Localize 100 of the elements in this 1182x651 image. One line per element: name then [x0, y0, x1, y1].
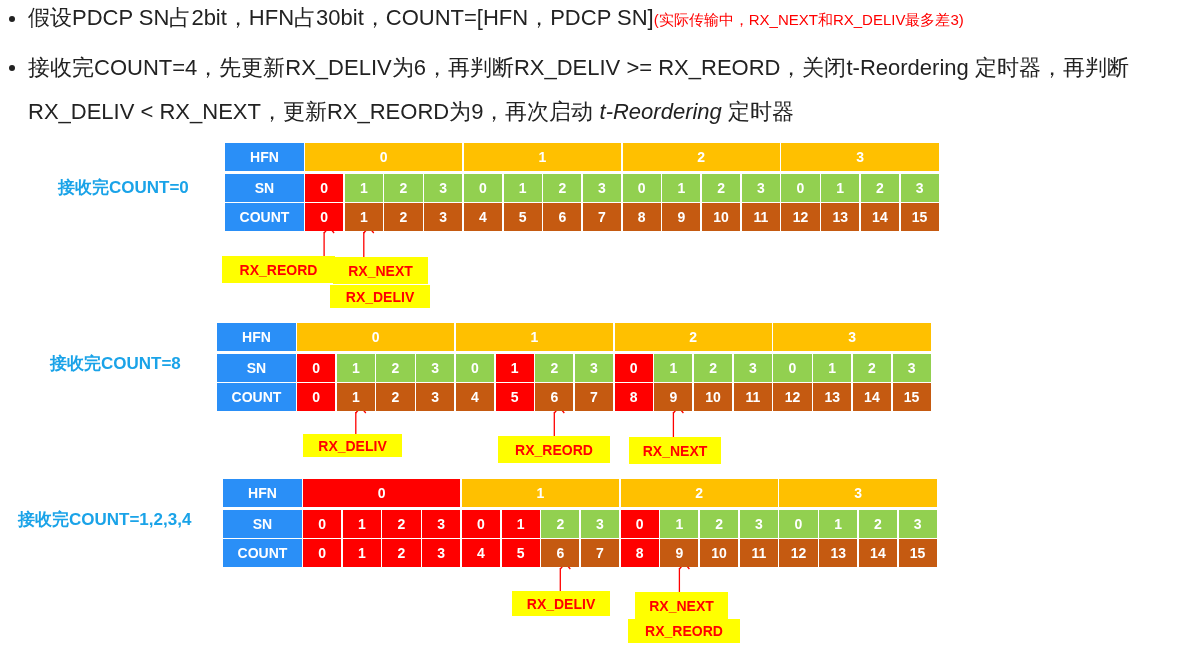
pointer-tag: RX_NEXT	[629, 437, 721, 464]
pointer-tag: RX_NEXT	[635, 592, 728, 619]
row-header-cell: SN	[223, 510, 302, 538]
table-cell: 2	[382, 510, 421, 538]
table-cell: 13	[819, 539, 858, 567]
table-cell: 3	[424, 174, 463, 202]
table-cell: 11	[741, 203, 780, 231]
table-cell: 0	[305, 143, 463, 171]
row-header-cell: SN	[225, 174, 304, 202]
table-cell: 6	[535, 383, 574, 411]
table-cell: 1	[813, 354, 852, 382]
text-paragraph: 假设PDCP SN占2bit，HFN占30bit，COUNT=[HFN，PDCP SN]	[28, 4, 654, 32]
table-cell: 15	[892, 383, 931, 411]
table-cell: 14	[860, 203, 899, 231]
table-title: 接收完COUNT=1,2,3,4	[18, 509, 192, 531]
table-cell: 3	[739, 510, 778, 538]
table-cell: 1	[819, 510, 858, 538]
table-cell: 15	[900, 203, 939, 231]
table-cell: 0	[305, 203, 344, 231]
table-cell: 12	[773, 383, 812, 411]
table-cell: 13	[813, 383, 852, 411]
table-cell: 1	[660, 510, 699, 538]
table-cell: 2	[614, 323, 772, 351]
table-cell: 1	[463, 143, 622, 171]
table-cell: 0	[303, 510, 342, 538]
table-cell: 0	[297, 323, 455, 351]
table-cell: 2	[622, 143, 780, 171]
table-cell: 2	[535, 354, 574, 382]
table-cell: 3	[779, 479, 937, 507]
table-cell: 1	[344, 203, 383, 231]
table-cell: 3	[741, 174, 780, 202]
table-cell: 13	[821, 203, 860, 231]
table-cell: 8	[614, 383, 653, 411]
table-title: 接收完COUNT=0	[58, 177, 189, 199]
table-cell: 11	[739, 539, 778, 567]
table-cell: 0	[297, 383, 336, 411]
table-cell: 12	[781, 203, 820, 231]
pointer-tag: RX_REORD	[498, 436, 610, 463]
table-cell: 0	[620, 510, 659, 538]
table-cell: 0	[297, 354, 336, 382]
table-cell: 0	[455, 354, 494, 382]
table-cell: 8	[622, 203, 661, 231]
table-cell: 0	[614, 354, 653, 382]
table-cell: 6	[543, 203, 582, 231]
row-header-cell: HFN	[225, 143, 304, 171]
table-cell: 0	[773, 354, 812, 382]
table-cell: 10	[694, 383, 733, 411]
table-cell: 15	[898, 539, 937, 567]
table-cell: 3	[422, 510, 461, 538]
table-cell: 2	[384, 174, 423, 202]
table-cell: 7	[574, 383, 614, 411]
pointer-tag: RX_REORD	[222, 256, 335, 283]
table-cell: 2	[620, 479, 778, 507]
table-cell: 2	[384, 203, 423, 231]
table-cell: 2	[382, 539, 421, 567]
table-cell: 0	[779, 510, 818, 538]
table-cell: 1	[336, 354, 375, 382]
table-cell: 9	[662, 203, 701, 231]
table-cell: 4	[461, 539, 500, 567]
table-cell: 10	[700, 539, 739, 567]
table-cell: 4	[463, 203, 502, 231]
table-cell: 2	[852, 354, 891, 382]
row-header-cell: HFN	[223, 479, 302, 507]
table-cell: 3	[781, 143, 939, 171]
table-cell: 3	[416, 354, 455, 382]
table-cell: 3	[580, 510, 620, 538]
table-cell: 0	[303, 479, 461, 507]
table-cell: 8	[620, 539, 659, 567]
table-cell: 1	[344, 174, 383, 202]
table-cell: 7	[582, 203, 622, 231]
row-header-cell: SN	[217, 354, 296, 382]
pointer-tag: RX_DELIV	[512, 591, 610, 616]
table-cell: 1	[501, 510, 540, 538]
text-paragraph: 接收完COUNT=4，先更新RX_DELIV为6，再判断RX_DELIV >= RX_REORD，关闭t-Reordering 定时器，再判断RX_DELIV < RX_NEXT，更新RX_REORD为9，再次启动 t-Reordering 定时器	[28, 54, 1130, 126]
table-cell: 0	[303, 539, 342, 567]
table-cell: 2	[858, 510, 897, 538]
pointer-tag: RX_REORD	[628, 619, 740, 643]
table-cell: 3	[424, 203, 463, 231]
table-cell: 3	[892, 354, 931, 382]
table-cell: 0	[781, 174, 820, 202]
table-cell: 1	[461, 479, 620, 507]
table-cell: 7	[580, 539, 620, 567]
table-cell: 1	[342, 510, 381, 538]
row-header-cell: HFN	[217, 323, 296, 351]
table-cell: 1	[495, 354, 534, 382]
table-cell: 14	[858, 539, 897, 567]
pointer-tag: RX_DELIV	[330, 285, 430, 308]
table-cell: 12	[779, 539, 818, 567]
table-cell: 1	[455, 323, 614, 351]
table-cell: 3	[733, 354, 772, 382]
table-cell: 4	[455, 383, 494, 411]
table-cell: 2	[541, 510, 580, 538]
table-cell: 0	[622, 174, 661, 202]
table-cell: 2	[376, 354, 415, 382]
table-cell: 2	[543, 174, 582, 202]
table-cell: 0	[463, 174, 502, 202]
table-cell: 2	[702, 174, 741, 202]
table-cell: 1	[503, 174, 542, 202]
table-cell: 3	[574, 354, 614, 382]
table-cell: 2	[694, 354, 733, 382]
